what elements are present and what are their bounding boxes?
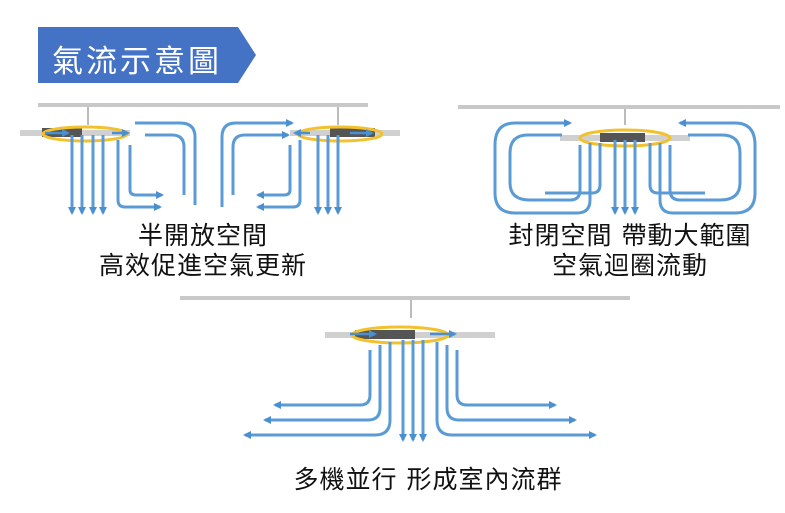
airflow-down-arrows — [68, 135, 342, 215]
semi-open-diagram — [20, 103, 400, 215]
ceiling-line — [180, 296, 630, 300]
airflow-spread-arrows — [243, 342, 597, 439]
caption-multi: 多機並行 形成室內流群 — [248, 465, 608, 495]
ceiling-line — [458, 105, 780, 109]
caption-multi-line1: 多機並行 形成室內流群 — [293, 465, 563, 494]
airflow-loops — [116, 119, 302, 211]
caption-closed-line2: 空氣迴圈流動 — [551, 251, 708, 280]
caption-semi-open-line1: 半開放空間 — [137, 221, 268, 250]
multi-unit-diagram — [180, 296, 630, 442]
airflow-loops — [493, 119, 757, 215]
ceiling-line — [38, 103, 368, 107]
caption-closed: 封閉空間 帶動大範圍 空氣迴圈流動 — [490, 221, 770, 281]
airflow-down-arrows — [611, 140, 639, 215]
page-title: 氣流示意圖 — [52, 44, 222, 80]
closed-diagram — [458, 105, 780, 215]
caption-closed-line1: 封閉空間 帶動大範圍 — [508, 221, 752, 250]
caption-semi-open-line2: 高效促進空氣更新 — [98, 251, 307, 280]
title-banner: 氣流示意圖 — [38, 27, 256, 83]
airflow-down-arrows — [399, 340, 427, 442]
caption-semi-open: 半開放空間 高效促進空氣更新 — [78, 221, 328, 281]
